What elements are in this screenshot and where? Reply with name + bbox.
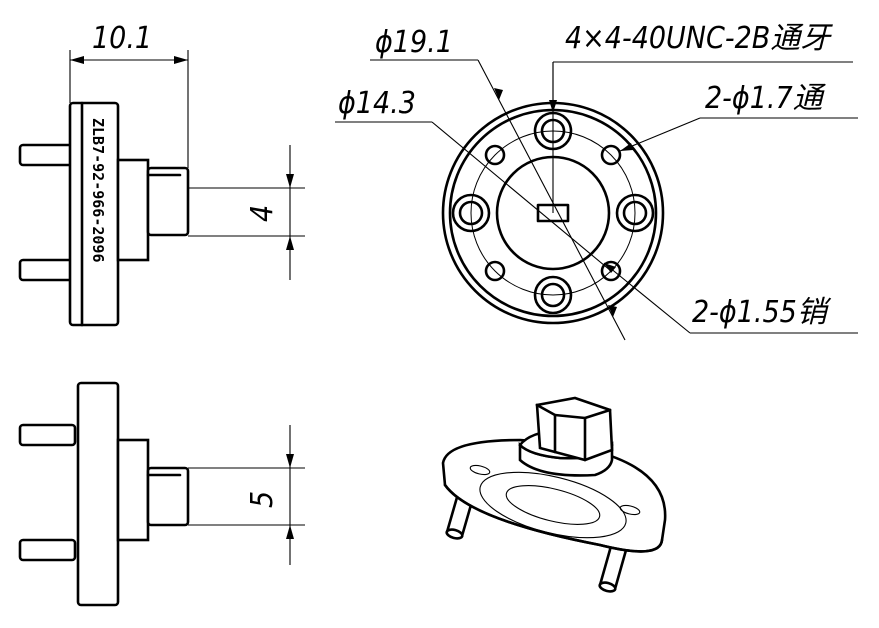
- isometric-view: [441, 396, 667, 593]
- callout-pin-holes: 2-ϕ1.55销: [692, 295, 832, 330]
- dim-height-label-bottom: 5: [245, 491, 280, 508]
- pin-lower-b: [18, 538, 77, 562]
- hub-b: [116, 438, 150, 542]
- dim-width-label: 10.1: [92, 21, 152, 56]
- hub: [116, 158, 150, 262]
- pin-lower: [18, 258, 77, 282]
- part-number-label: ZLB7-92-966-2096: [89, 118, 107, 263]
- front-view: ϕ19.1 ϕ14.3 4×4-40UNC-2B通牙 2-ϕ1.7通 2-ϕ1.…: [335, 21, 858, 341]
- flange-b: [76, 381, 120, 607]
- iso-hex-stub: [535, 396, 614, 462]
- dim-height-label-top: 4: [245, 205, 280, 222]
- callout-outer-dia: ϕ19.1: [375, 25, 453, 60]
- side-view-bottom: 5: [18, 381, 305, 607]
- pin-upper-b: [18, 423, 77, 447]
- iso-flange: [441, 438, 667, 553]
- leader-lines: [335, 59, 858, 341]
- side-view-top: ZLB7-92-966-2096 10.1 4: [18, 21, 305, 327]
- callout-through-holes: 2-ϕ1.7通: [705, 81, 827, 116]
- small-holes: [484, 144, 622, 282]
- callout-bolt-circle: ϕ14.3: [338, 86, 416, 121]
- pin-upper: [18, 143, 77, 167]
- callout-threaded-holes: 4×4-40UNC-2B通牙: [565, 21, 833, 56]
- stub-b: [146, 466, 190, 527]
- stub: [146, 166, 190, 237]
